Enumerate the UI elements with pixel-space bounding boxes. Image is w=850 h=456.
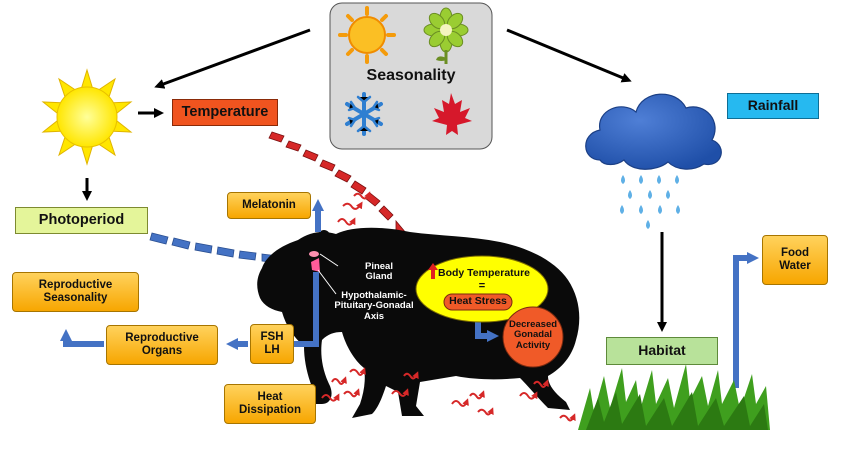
seasonality-to-sun-arrow: [154, 28, 311, 89]
sun-icon: [41, 68, 133, 166]
hpg-pointer: [317, 269, 337, 295]
reproductive-seasonality-box: Reproductive Seasonality: [12, 272, 139, 312]
habitat-to-food-arrow: [733, 252, 759, 388]
snowflake-season-icon: [345, 92, 383, 136]
hpg-axis-label: Hypothalamic-Pituitary-Gonadal Axis: [334, 290, 414, 322]
food-water-box: Food Water: [762, 235, 828, 285]
reproductive-organs-box: Reproductive Organs: [106, 325, 218, 365]
seasonality-title: Seasonality: [367, 67, 456, 84]
decreased-gonadal-circle: [502, 306, 564, 368]
heat-stress-pill: [443, 293, 513, 311]
seasonality-to-rain-arrow: [506, 28, 632, 83]
decreased-gonadal-label: Decreased Gonadal Activity: [508, 319, 558, 351]
rain-cloud-icon: [585, 93, 722, 229]
melatonin-box: Melatonin: [227, 192, 311, 219]
pineal-pointer: [319, 253, 339, 267]
photoperiod-box: Photoperiod: [15, 207, 148, 234]
up-arrow-icon: [428, 263, 438, 279]
heat-dissipation-box: Heat Dissipation: [224, 384, 316, 424]
temperature-box: Temperature: [172, 99, 278, 126]
habitat-box: Habitat: [606, 337, 718, 365]
heat-stress-label: Heat Stress: [449, 295, 507, 307]
maple-leaf-season-icon: [432, 93, 472, 135]
hpg-to-fsh-arrow: [277, 272, 319, 350]
equals-label: =: [478, 280, 486, 292]
fsh-lh-box: FSH LH: [250, 324, 294, 364]
body-temperature-label: Body Temperature: [438, 267, 530, 279]
rainfall-box: Rainfall: [727, 93, 819, 119]
grass-icon: [578, 364, 770, 430]
sun-season-icon: [338, 6, 396, 64]
flower-season-icon: [423, 7, 469, 64]
heat-wave-icons: [321, 191, 576, 422]
organs-to-seasonality-arrow: [60, 329, 104, 347]
pineal-gland-label: Pineal Gland: [365, 261, 393, 283]
